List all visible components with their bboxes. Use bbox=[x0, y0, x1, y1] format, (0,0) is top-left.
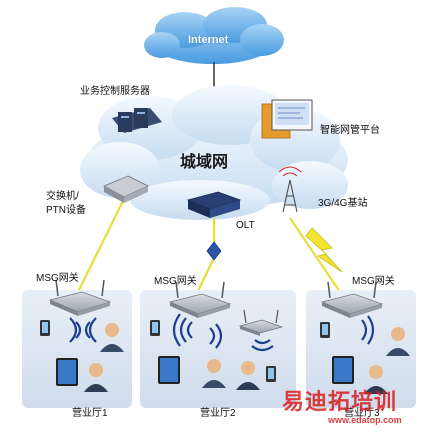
msg-gateway-label-2: MSG网关 bbox=[154, 276, 197, 287]
base-station-tower-icon bbox=[278, 166, 302, 213]
hall-3-label: 营业厅3 bbox=[344, 408, 380, 419]
watermark-text: 易迪拓培训 bbox=[282, 389, 398, 414]
watermark-url: www.edatop.com bbox=[328, 415, 402, 425]
nms-platform-icon bbox=[261, 99, 313, 139]
msg-gateway-device-2 bbox=[168, 281, 232, 318]
switch-ptn-label: 交换机/ PTN设备 bbox=[46, 191, 86, 216]
business-server-label: 业务控制服务器 bbox=[80, 86, 150, 97]
branch-panel-1 bbox=[22, 290, 132, 408]
switch-ptn-icon bbox=[103, 175, 149, 203]
internet-cloud bbox=[144, 7, 284, 64]
wifi-ap-device-2b bbox=[238, 309, 284, 336]
internet-label: Internet bbox=[188, 34, 229, 46]
fiber-links bbox=[77, 194, 343, 296]
terminal-devices bbox=[40, 320, 354, 386]
splitter-icon bbox=[206, 241, 222, 261]
msg-gateway-label-3: MSG网关 bbox=[352, 276, 395, 287]
msg-gateway-device-1 bbox=[48, 279, 112, 316]
wifi-signal-icons bbox=[69, 313, 375, 352]
nms-platform-label: 智能网管平台 bbox=[320, 125, 380, 136]
wireless-link-bolt bbox=[305, 227, 343, 273]
msg-gateway-label-1: MSG网关 bbox=[36, 273, 79, 284]
hall-2-label: 营业厅2 bbox=[200, 408, 236, 419]
business-server-icon bbox=[112, 108, 162, 133]
user-avatars bbox=[84, 323, 410, 394]
olt-label: OLT bbox=[236, 220, 255, 231]
hall-1-label: 营业厅1 bbox=[72, 408, 108, 419]
olt-icon bbox=[186, 191, 242, 218]
metro-net-label: 城域网 bbox=[180, 154, 229, 171]
msg-gateway-device-3 bbox=[320, 281, 384, 318]
base-station-label: 3G/4G基站 bbox=[318, 198, 368, 209]
